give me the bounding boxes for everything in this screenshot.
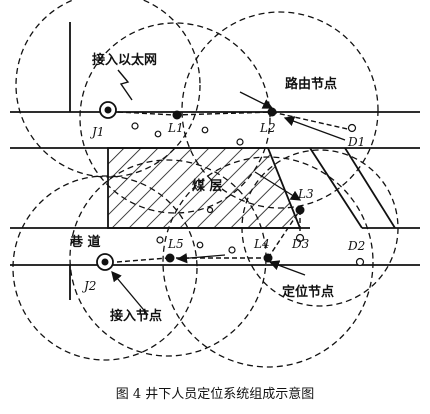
id-j2: J2 <box>81 279 96 293</box>
label-ethernet: 接入以太网 <box>92 52 157 68</box>
node-l1 <box>172 110 182 120</box>
personnel-tags <box>131 122 365 267</box>
id-d3: D3 <box>291 237 310 251</box>
label-access: 接入节点 <box>110 308 162 324</box>
id-l5: L5 <box>167 237 184 251</box>
solid-nodes <box>165 107 305 263</box>
label-tunnel: 巷 道 <box>69 234 101 250</box>
figure-caption: 图 4 井下人员定位系统组成示意图 <box>116 386 315 402</box>
node-l2 <box>267 107 277 117</box>
arrows <box>111 91 346 316</box>
id-l1: L1 <box>167 121 184 135</box>
id-d1: D1 <box>347 135 365 149</box>
label-router: 路由节点 <box>285 76 337 92</box>
id-j1: J1 <box>89 125 104 139</box>
wireless-bolt-icon <box>117 69 133 101</box>
access-node-j2 <box>96 253 114 271</box>
link-lines <box>116 111 353 263</box>
id-d2: D2 <box>347 239 365 253</box>
coverage-circle-l1 <box>79 22 271 214</box>
label-coal-seam: 煤 层 <box>192 178 223 194</box>
id-l3: L3 <box>297 187 314 201</box>
node-l4 <box>263 253 273 263</box>
node-l3 <box>295 205 305 215</box>
id-l2: L2 <box>259 121 276 135</box>
access-node-j1 <box>99 101 117 119</box>
label-locator: 定位节点 <box>281 284 334 300</box>
node-l5 <box>165 253 175 263</box>
coverage-circle-j2 <box>12 175 198 361</box>
id-l4: L4 <box>253 237 270 251</box>
